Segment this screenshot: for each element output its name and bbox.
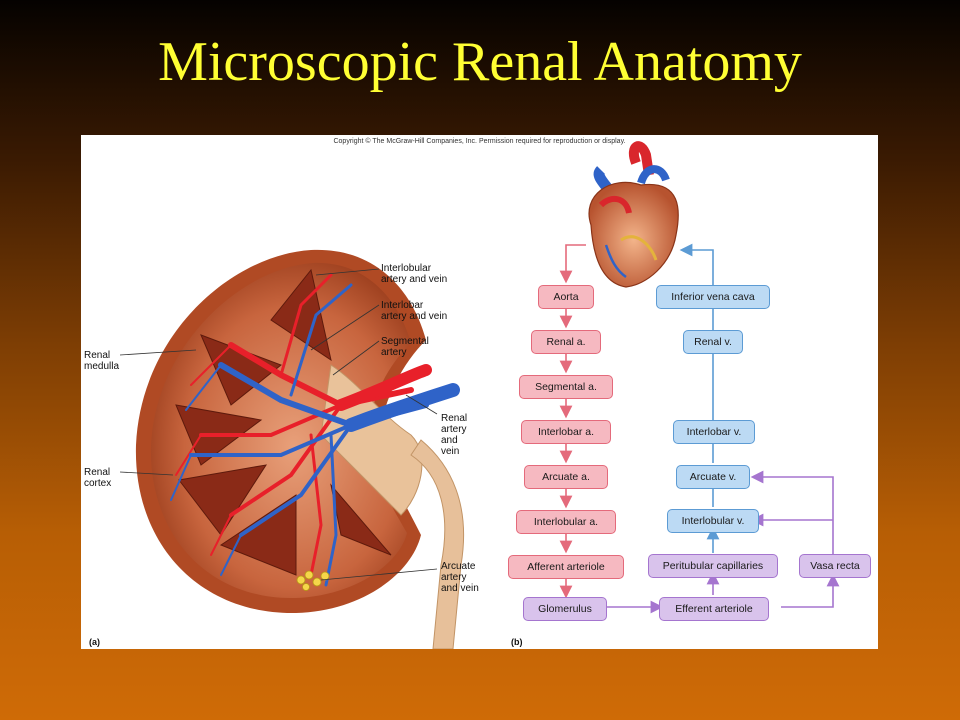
- callout-line: and: [441, 435, 458, 446]
- panel-label-a: (a): [89, 637, 100, 647]
- callout-leaders: [119, 268, 438, 581]
- callout-segmental: Segmental artery: [381, 336, 429, 358]
- callout-renal-medulla: Renal medulla: [84, 350, 119, 372]
- callout-line: artery: [441, 424, 467, 435]
- flow-box-segmental-artery: Segmental a.: [519, 375, 613, 399]
- heart-illustration: [588, 141, 679, 288]
- callout-line: artery: [441, 572, 467, 583]
- slide-title: Microscopic Renal Anatomy: [158, 31, 802, 93]
- callout-line: artery: [381, 347, 407, 358]
- arterial-arrows: [559, 244, 586, 599]
- flow-box-aorta: Aorta: [538, 285, 594, 309]
- callout-line: Renal: [84, 467, 111, 478]
- callout-line: Renal: [441, 413, 468, 424]
- flow-box-interlobar-artery: Interlobar a.: [521, 420, 611, 444]
- flow-box-interlobular-artery: Interlobular a.: [516, 510, 616, 534]
- capillary-arrows: [607, 470, 840, 614]
- callout-line: Segmental: [381, 336, 429, 347]
- callout-renal-artery-vein: Renal artery and vein: [441, 413, 467, 457]
- callout-renal-cortex: Renal cortex: [84, 467, 111, 489]
- callout-line: Arcuate: [441, 561, 476, 572]
- callout-line: medulla: [84, 361, 120, 372]
- arcuate-glomeruli: [296, 570, 330, 591]
- flow-box-inferior-vena-cava: Inferior vena cava: [656, 285, 770, 309]
- callout-line: Interlobar: [381, 300, 424, 311]
- renal-anatomy-figure: Copyright © The McGraw-Hill Companies, I…: [81, 135, 878, 649]
- ureter: [410, 439, 465, 649]
- copyright-notice: Copyright © The McGraw-Hill Companies, I…: [333, 138, 626, 145]
- callout-arcuate: Arcuate artery and vein: [441, 561, 479, 594]
- renal-artery-trunk: [335, 364, 432, 411]
- callout-line: artery and vein: [381, 311, 448, 322]
- callout-line: Renal: [84, 350, 111, 361]
- callout-line: and vein: [441, 583, 479, 594]
- flow-box-renal-artery: Renal a.: [531, 330, 601, 354]
- panel-label-b: (b): [511, 637, 523, 647]
- flow-box-vasa-recta: Vasa recta: [799, 554, 871, 578]
- callout-line: vein: [441, 446, 460, 457]
- flow-box-interlobular-vein: Interlobular v.: [667, 509, 759, 533]
- callout-interlobular: Interlobular artery and vein: [381, 263, 447, 285]
- callout-line: artery and vein: [381, 274, 448, 285]
- flow-box-renal-vein: Renal v.: [683, 330, 743, 354]
- callout-line: cortex: [84, 478, 112, 489]
- flow-box-interlobar-vein: Interlobar v.: [673, 420, 755, 444]
- flow-box-arcuate-vein: Arcuate v.: [676, 465, 750, 489]
- flow-box-glomerulus: Glomerulus: [523, 597, 607, 621]
- kidney-illustration: [135, 249, 465, 649]
- flow-box-arcuate-artery: Arcuate a.: [524, 465, 608, 489]
- flow-box-efferent-arteriole: Efferent arteriole: [659, 597, 769, 621]
- flow-box-afferent-arteriole: Afferent arteriole: [508, 555, 624, 579]
- callout-interlobar: Interlobar artery and vein: [381, 300, 447, 322]
- renal-vein-trunk: [344, 383, 460, 432]
- figure-drawing: [119, 141, 840, 649]
- callout-line: Interlobular: [381, 263, 432, 274]
- flow-box-peritubular-capillaries: Peritubular capillaries: [648, 554, 778, 578]
